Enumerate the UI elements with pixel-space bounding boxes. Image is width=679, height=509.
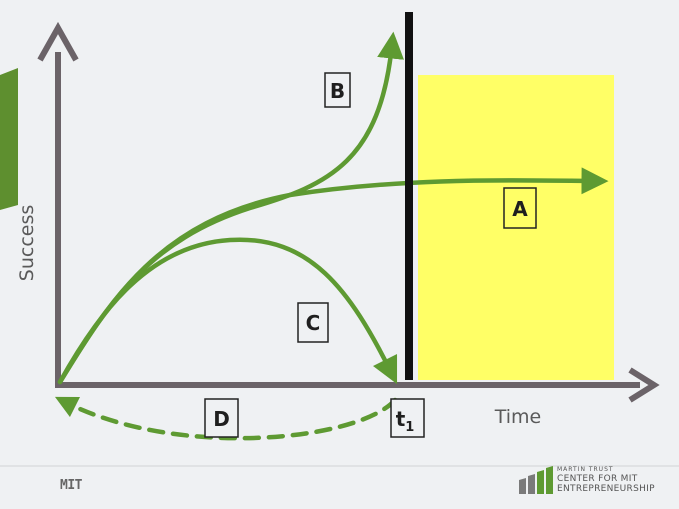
label-d-box (204, 398, 239, 438)
label-a: A (503, 187, 537, 229)
center-line-3: ENTREPRENEURSHIP (557, 484, 655, 494)
y-axis-label: Success (16, 205, 38, 281)
label-b-box (324, 72, 351, 108)
curve-d (54, 396, 398, 441)
curves (54, 31, 609, 441)
label-c: C (297, 302, 329, 343)
center-line-1: MARTIN TRUST (557, 466, 614, 473)
label-t1-text: t1 (396, 407, 415, 435)
label-d-text: D (213, 407, 230, 431)
label-d: D (204, 398, 239, 438)
label-t1-base: t (396, 407, 406, 431)
logo-bar-2 (528, 474, 535, 494)
label-t1-sub: 1 (405, 420, 414, 435)
center-line-2: CENTER FOR MIT (557, 474, 638, 484)
curve-c (57, 237, 398, 385)
x-axis-arrowhead (628, 367, 660, 403)
logo-bar-1 (519, 478, 526, 494)
center-logo-mark (519, 466, 553, 494)
logo-bar-3 (537, 470, 544, 494)
label-b-text: B (330, 79, 345, 103)
label-a-text: A (512, 197, 528, 221)
label-c-text: C (306, 311, 321, 335)
mit-logo: MIT (60, 478, 83, 493)
y-axis-arrowhead (37, 21, 79, 62)
label-a-box (503, 187, 537, 229)
left-accent-tab (0, 68, 18, 210)
axes (37, 21, 660, 403)
label-t1-box (390, 398, 425, 438)
label-b: B (324, 72, 351, 108)
logo-bar-4 (546, 466, 553, 494)
label-c-box (297, 302, 329, 343)
label-t1: t1 (390, 398, 425, 438)
x-axis-label: Time (494, 406, 542, 428)
